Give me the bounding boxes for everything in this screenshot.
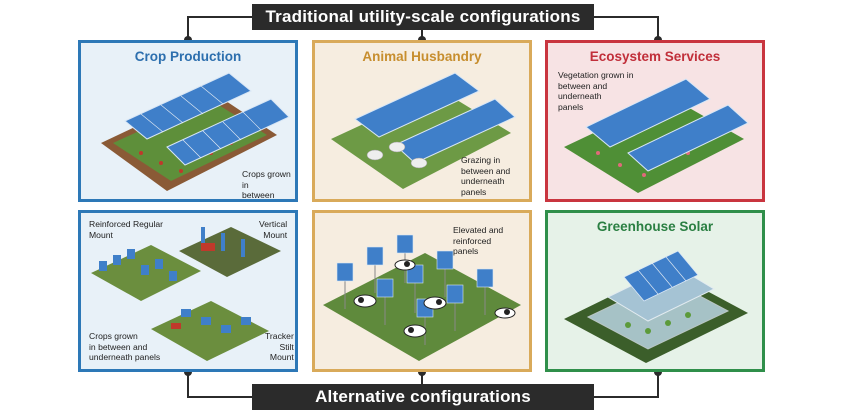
note-line: Vegetation grown in [558,70,634,80]
note-line: Grazing in [461,155,501,165]
panel-title: Ecosystem Services [589,49,721,64]
note-line: Mount [269,352,294,362]
note-line: Elevated and [453,225,504,235]
animal-husbandry-note: Grazing in between and underneath panels [461,155,529,197]
label-tracker-stilt-mount: Tracker Stilt Mount [265,331,294,363]
banner-traditional: Traditional utility-scale configurations [252,4,594,30]
panel-ecosystem-services: Ecosystem Services Vegetation grown in b… [545,40,765,202]
panel-greenhouse-solar: Greenhouse Solar [545,210,765,372]
note-line: in between and [89,341,148,352]
panel-animal-husbandry: Animal Husbandry Grazing in between and … [312,40,532,202]
note-line: between and [558,80,608,91]
note-line: Tracker [265,331,294,341]
banner-alternative: Alternative configurations [252,384,594,410]
note-line: Stilt [279,341,294,352]
panel-elevated: Elevated and reinforced panels [312,210,532,372]
label-vertical-mount: Vertical Mount [259,219,287,240]
cow-illustration [353,259,516,338]
tractor-illustration [201,243,215,251]
note-line: reinforced [453,235,492,246]
note-line: between and [461,165,511,176]
animal-husbandry-illustration [331,72,516,189]
note-line: Crops grown [89,331,138,341]
crop-production-illustration [101,72,290,191]
label-reinforced-mount: Reinforced Regular Mount [89,219,163,240]
elevated-panels-illustration [323,234,521,361]
elevated-note: Elevated and reinforced panels [453,225,503,257]
greenhouse-illustration [564,250,748,363]
note-line: Mount [263,229,288,240]
note-line: Reinforced Regular [89,219,164,229]
note-line: panels [453,246,479,256]
panel-alternative-mounts: Reinforced Regular Mount Vertical Mount … [78,210,298,372]
ecosystem-services-note: Vegetation grown in between and undernea… [558,70,634,112]
note-line: between rows [242,190,275,200]
note-line: Mount [89,229,113,240]
note-line: underneath panels [89,352,161,362]
crop-production-note: Crops grown in between rows [242,169,295,200]
note-line: panels [558,101,584,112]
note-line: underneath [558,91,602,101]
panel-crop-production: Crop Production Crops grown in between r… [78,40,298,202]
note-line: Crops grown in [242,169,291,190]
panel-title: Crop Production [134,49,242,64]
panel-title: Animal Husbandry [362,49,482,64]
note-line: Vertical [259,219,288,229]
panel-title: Greenhouse Solar [596,219,714,234]
alternative-mounts-illustration [91,227,281,361]
label-crops-grown: Crops grown in between and underneath pa… [89,331,160,363]
note-line: underneath panels [461,176,505,197]
ecosystem-services-illustration [564,78,749,193]
sheep-illustration [366,141,428,169]
